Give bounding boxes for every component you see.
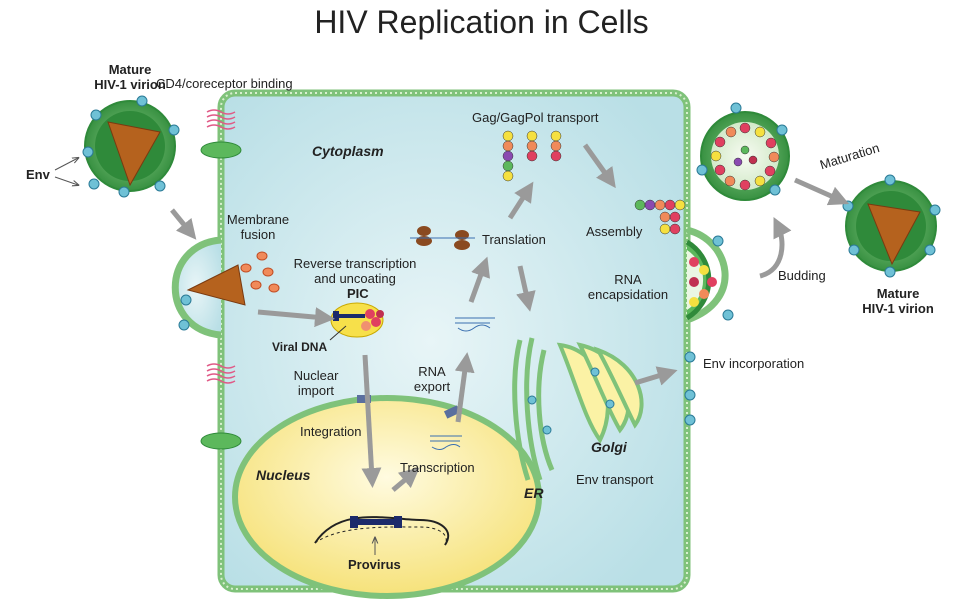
label-pic: PIC	[347, 286, 369, 301]
label-line: RNA	[418, 364, 446, 379]
coreceptor-top	[200, 141, 242, 159]
nuclear-pore	[443, 405, 461, 419]
arrow-to-pic	[257, 307, 335, 328]
label-line: Nuclear	[293, 368, 339, 383]
label-integration: Integration	[300, 424, 362, 439]
pre-integration-complex	[330, 302, 384, 338]
process-arrows	[170, 143, 850, 492]
arrow-fusion	[170, 208, 197, 240]
ribosomes	[410, 226, 475, 250]
label-viral-dna: Viral DNA	[272, 340, 328, 354]
label-line: Mature	[876, 286, 920, 301]
env-spikes	[82, 95, 941, 435]
mature-virion-right	[845, 180, 937, 272]
label-line: export	[413, 379, 451, 394]
label-line: Membrane	[226, 212, 290, 227]
coreceptor-bottom	[200, 432, 242, 450]
arrow-env-incorporation	[634, 366, 678, 386]
label-nucleus: Nucleus	[256, 467, 311, 483]
provirus-dna	[314, 516, 450, 546]
label-membrane-fusion: Membrane fusion	[227, 212, 289, 242]
label-gag-transport: Gag/GagPol transport	[472, 110, 599, 125]
label-nuclear-import: Nuclear import	[294, 368, 339, 398]
nucleus	[232, 395, 542, 599]
label-env: Env	[26, 167, 50, 182]
label-line: encapsidation	[587, 287, 669, 302]
budding-particle	[685, 239, 717, 321]
arrow-to-translation	[468, 256, 491, 303]
label-er: ER	[524, 485, 544, 501]
label-line: and uncoating	[314, 271, 396, 286]
label-env-transport: Env transport	[576, 472, 654, 487]
label-reverse-transcription: Reverse transcription and uncoating	[294, 256, 417, 286]
label-mature-virion-left: Mature HIV-1 virion	[94, 62, 166, 92]
label-assembly: Assembly	[586, 224, 643, 239]
label-line: import	[297, 383, 335, 398]
label-golgi: Golgi	[591, 439, 627, 455]
rna-strands	[430, 317, 495, 450]
label-line: Mature	[108, 62, 152, 77]
label-transcription: Transcription	[400, 460, 475, 475]
label-line: Reverse transcription	[293, 256, 417, 271]
endoplasmic-reticulum	[512, 337, 555, 481]
immature-virion	[700, 111, 790, 201]
label-cd4-binding: CD4/coreceptor binding	[156, 76, 293, 91]
arrow-rna-export	[454, 352, 475, 423]
cd4-receptors	[206, 109, 236, 384]
label-line: HIV-1 virion	[94, 77, 166, 92]
fusing-capsid	[186, 264, 246, 306]
page-title: HIV Replication in Cells	[314, 4, 649, 40]
env-pointers	[54, 158, 78, 185]
mature-virion-left	[84, 100, 176, 192]
label-cytoplasm: Cytoplasm	[312, 143, 384, 159]
nuclear-pore	[357, 395, 371, 403]
label-provirus: Provirus	[348, 557, 401, 572]
uncoating-particles	[240, 251, 280, 293]
arrow-to-gag	[507, 181, 534, 220]
arrow-budding	[759, 217, 792, 279]
arrow-transcription	[391, 467, 420, 492]
label-env-incorporation: Env incorporation	[703, 356, 805, 371]
label-line: HIV-1 virion	[862, 301, 934, 316]
label-rna-encapsidation: RNA encapsidation	[588, 272, 668, 302]
arrow-maturation	[793, 177, 850, 206]
label-mature-virion-right: Mature HIV-1 virion	[862, 286, 934, 316]
arrow-to-assembly	[582, 143, 616, 189]
arrow-to-er	[516, 265, 536, 312]
label-line: fusion	[240, 227, 276, 242]
arrow-nuclear-import	[361, 354, 382, 488]
viral-dna-pointer	[329, 325, 347, 341]
label-translation: Translation	[482, 232, 546, 247]
label-rna-export: RNA export	[414, 364, 450, 394]
label-budding: Budding	[778, 268, 826, 283]
gag-gagpol-proteins	[502, 130, 562, 182]
label-line: RNA	[614, 272, 642, 287]
assembly-cluster	[634, 199, 686, 235]
